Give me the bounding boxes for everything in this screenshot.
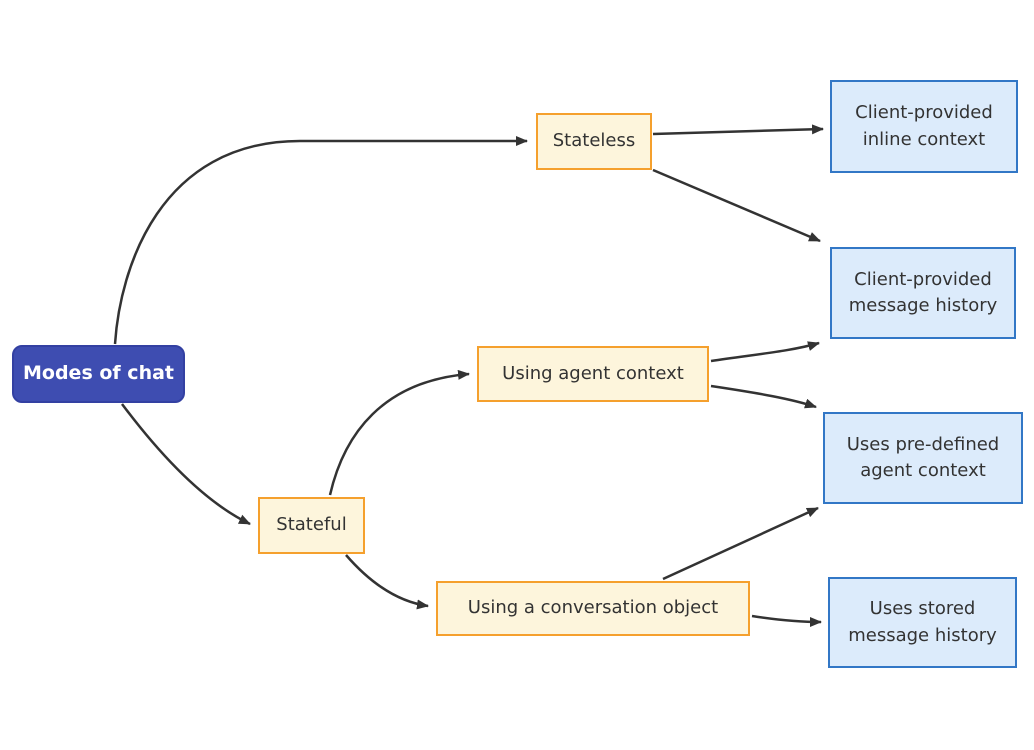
node-using-agent-context-label: Using agent context [502,362,684,384]
edge-stateless-to-message-history [652,168,821,243]
node-client-inline-context: Client-provided inline context [830,80,1018,173]
node-using-conversation-object-label: Using a conversation object [467,597,719,619]
node-stateless-label: Stateless [552,130,636,152]
node-client-message-history: Client-provided message history [830,247,1016,339]
node-modes-of-chat-label: Modes of chat [23,362,174,385]
node-using-agent-context: Using agent context [477,346,709,402]
edge-stateful-to-agent-context [328,369,470,496]
node-stateless: Stateless [536,113,652,170]
node-client-message-history-label: Client-provided message history [848,268,998,316]
node-uses-predefined-agent-context-label: Uses pre-defined agent context [846,433,1000,481]
node-uses-stored-message-history: Uses stored message history [828,577,1017,668]
edge-agent-context-to-predefined [710,384,817,409]
node-uses-stored-message-history-label: Uses stored message history [848,598,997,646]
edge-modes-to-stateful [121,403,251,526]
node-uses-predefined-agent-context: Uses pre-defined agent context [823,412,1023,504]
edge-conversation-to-stored-history [751,614,822,627]
node-modes-of-chat: Modes of chat [12,345,185,403]
node-client-inline-context-label: Client-provided inline context [855,102,993,150]
edge-stateful-to-conversation-object [345,554,429,610]
node-using-conversation-object: Using a conversation object [436,581,750,636]
node-stateful: Stateful [258,497,365,554]
node-stateful-label: Stateful [276,514,347,536]
edge-agent-context-to-message-history [710,341,820,363]
edge-stateless-to-inline-context [652,124,824,136]
edge-modes-to-stateless [113,136,528,345]
edge-conversation-to-predefined [662,506,819,581]
